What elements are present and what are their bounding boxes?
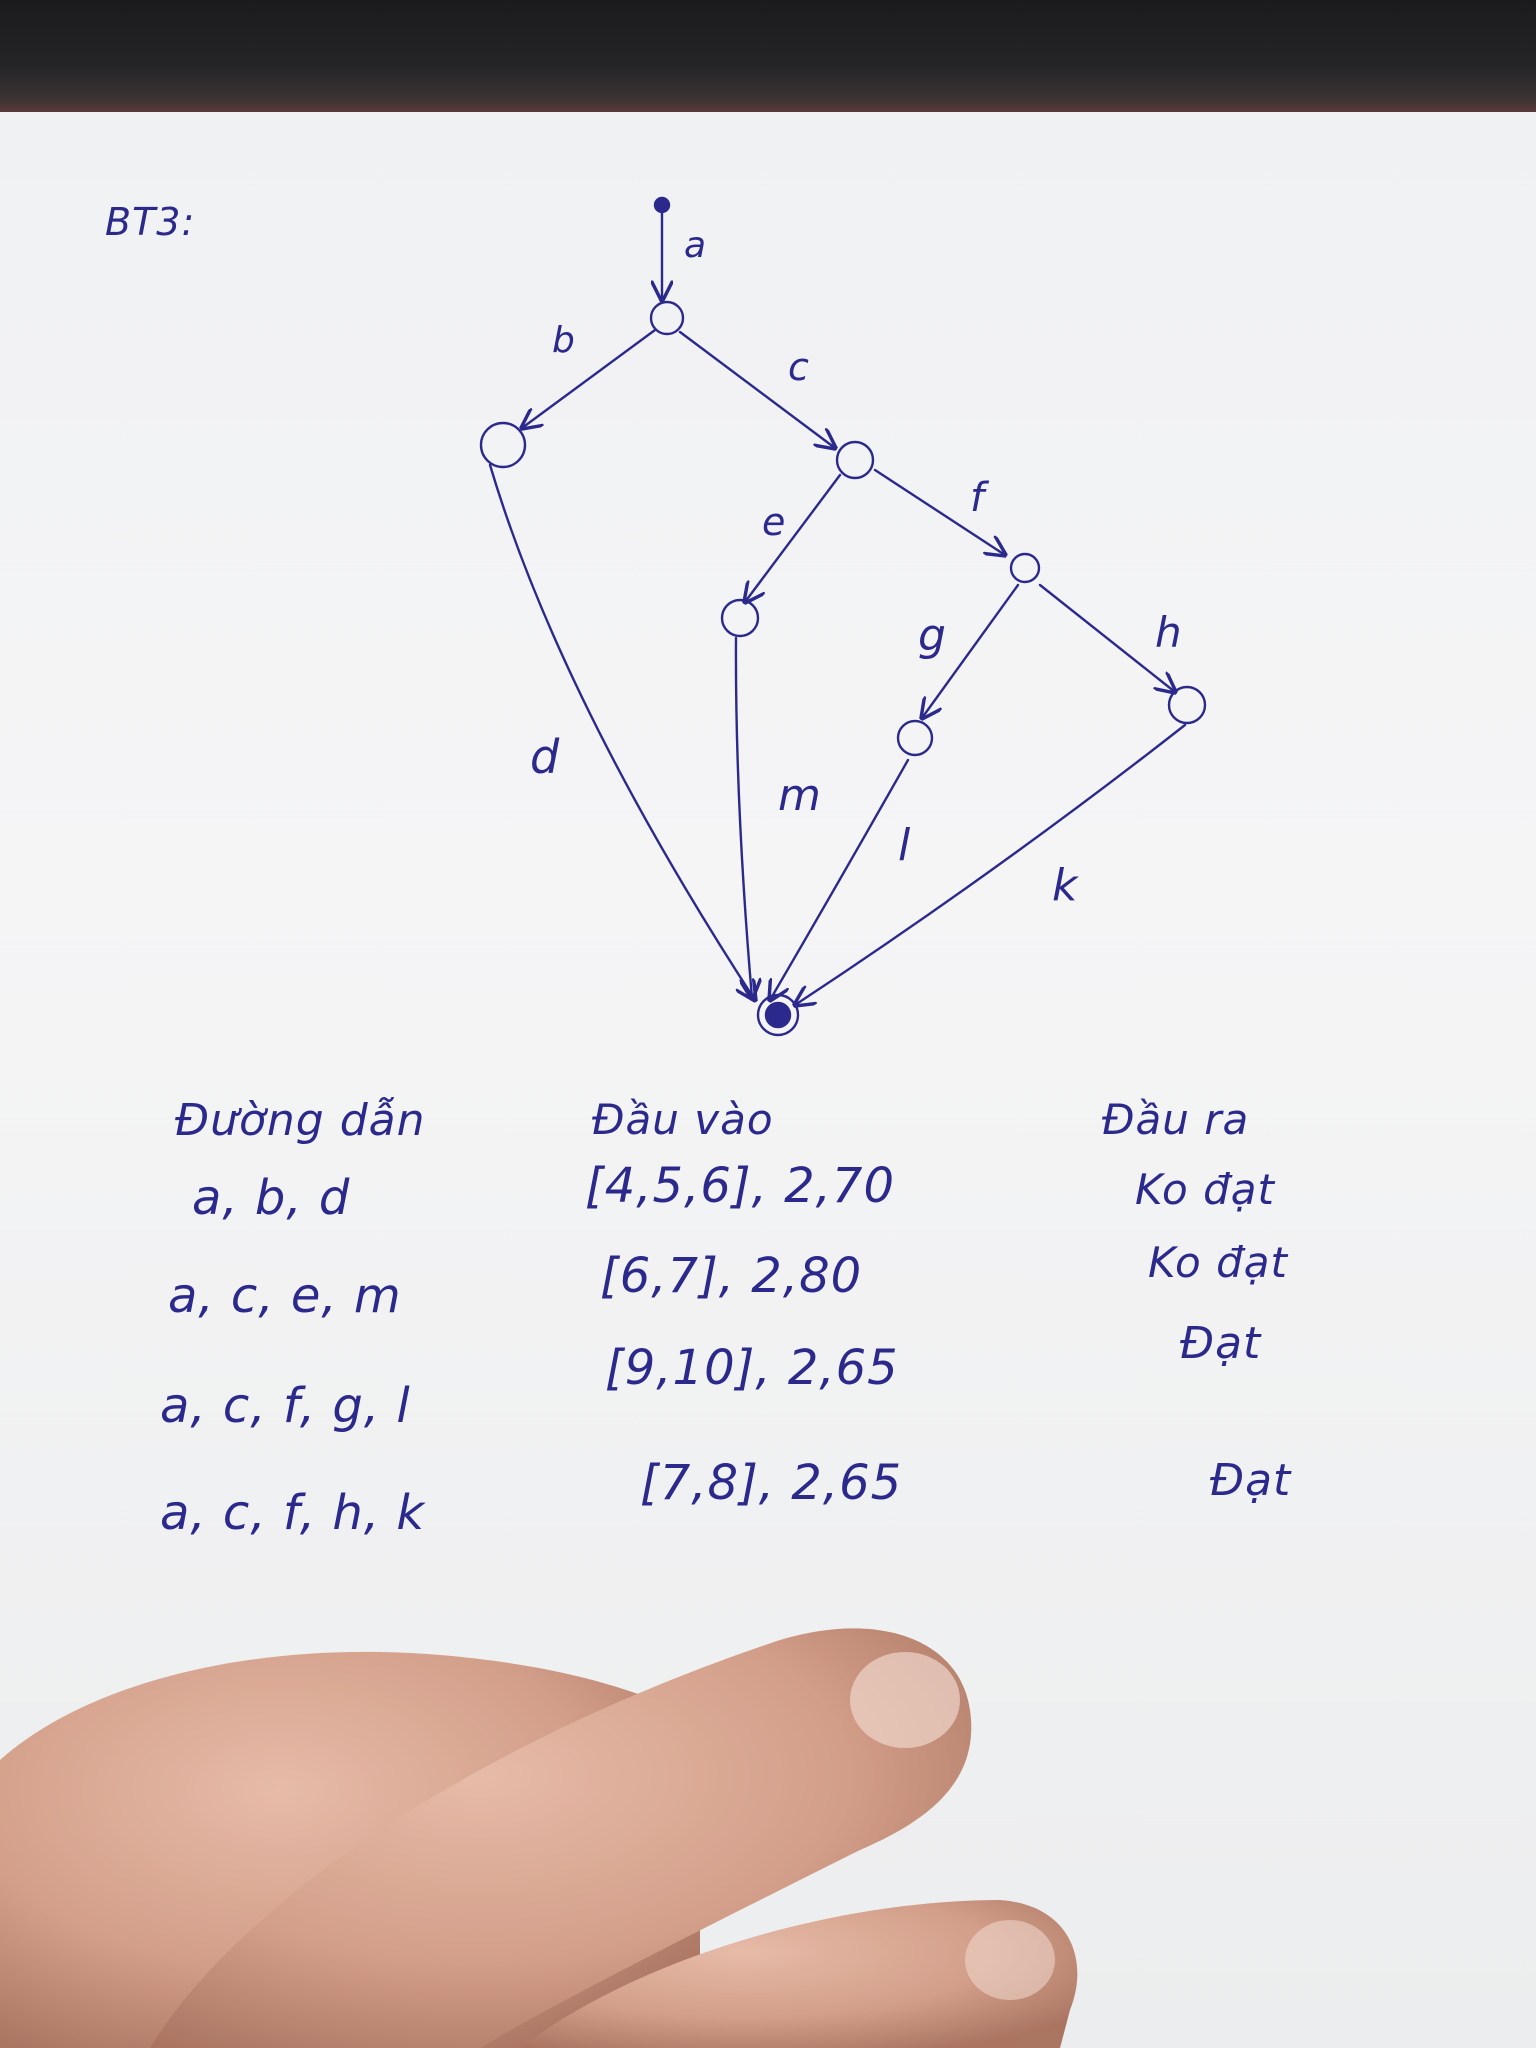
node-1 xyxy=(649,300,685,336)
node-2 xyxy=(479,421,527,469)
input-cell: [4,5,6], 2,70 xyxy=(585,1158,895,1214)
input-cell: [7,8], 2,65 xyxy=(640,1455,903,1511)
output-cell: Đạt xyxy=(1180,1318,1262,1369)
edge-l xyxy=(770,758,910,1000)
edge-label-a: a xyxy=(684,225,708,266)
node-3 xyxy=(835,440,875,480)
node-start xyxy=(653,196,671,214)
node-6 xyxy=(896,719,934,757)
edge-g xyxy=(922,583,1020,718)
node-end xyxy=(756,993,800,1037)
edge-d xyxy=(488,463,755,1000)
path-cell: a, c, e, m xyxy=(168,1268,402,1324)
header-input: Đầu vào xyxy=(592,1095,774,1144)
edge-label-k: k xyxy=(1052,860,1079,911)
edge-label-f: f xyxy=(970,475,986,521)
edge-label-m: m xyxy=(778,770,822,821)
heading: BT3: xyxy=(105,200,196,244)
hand-photo xyxy=(0,1628,1078,2048)
output-cell: Ko đạt xyxy=(1135,1165,1275,1214)
input-cell: [6,7], 2,80 xyxy=(600,1248,863,1304)
edge-label-e: e xyxy=(762,500,787,544)
edge-f xyxy=(873,468,1005,555)
node-5 xyxy=(1009,552,1041,584)
edge-e xyxy=(745,473,842,602)
edge-k xyxy=(795,723,1187,1005)
node-7 xyxy=(1167,685,1207,725)
path-cell: a, c, f, h, k xyxy=(160,1485,426,1541)
header-output: Đầu ra xyxy=(1102,1095,1250,1144)
path-cell: a, c, f, g, l xyxy=(160,1378,411,1434)
dark-background-edge xyxy=(0,0,1536,112)
input-cell: [9,10], 2,65 xyxy=(605,1340,899,1396)
edge-h xyxy=(1038,583,1175,692)
edge-label-h: h xyxy=(1155,608,1183,657)
path-cell: a, b, d xyxy=(192,1170,351,1226)
output-cell: Đạt xyxy=(1210,1455,1292,1506)
edge-m xyxy=(734,636,752,998)
header-path: Đường dẫn xyxy=(175,1095,426,1146)
edge-label-d: d xyxy=(530,730,561,784)
edge-label-g: g xyxy=(918,610,947,661)
edge-label-b: b xyxy=(552,320,576,361)
edge-label-l: l xyxy=(898,820,912,871)
edge-c xyxy=(678,330,835,448)
edge-label-c: c xyxy=(788,345,810,389)
node-4 xyxy=(720,598,760,638)
output-cell: Ko đạt xyxy=(1148,1238,1288,1287)
edge-b xyxy=(522,328,657,428)
